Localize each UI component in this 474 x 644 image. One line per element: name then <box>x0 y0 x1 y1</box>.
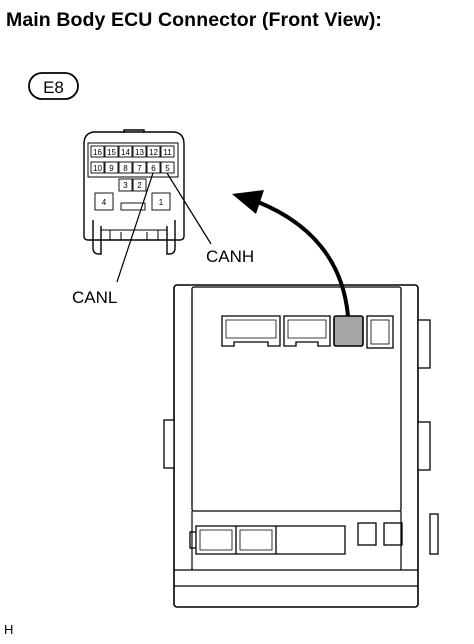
canl-label: CANL <box>72 288 117 307</box>
pin-label: 6 <box>151 164 156 173</box>
pin-label: 12 <box>149 148 158 157</box>
pin-label: 13 <box>135 148 144 157</box>
canh-leader-line <box>166 172 212 245</box>
pin-label: 16 <box>93 148 102 157</box>
figure-code: H <box>4 622 14 637</box>
pin-label-left: 4 <box>102 198 107 207</box>
pin-label-right: 1 <box>159 198 164 207</box>
canh-label: CANH <box>206 247 254 266</box>
connector-id-text: E8 <box>43 78 64 97</box>
diagram-title: Main Body ECU Connector (Front View): <box>6 9 383 31</box>
main-body-ecu <box>163 284 439 608</box>
pin-row-1: 16 15 14 13 12 11 <box>93 148 172 157</box>
connector-front-view <box>83 129 185 255</box>
pin-label: 10 <box>93 164 102 173</box>
pin-label: 9 <box>109 164 114 173</box>
pin-label: 15 <box>107 148 116 157</box>
pin-label: 5 <box>165 164 170 173</box>
connector-pointer-arrow <box>232 190 350 317</box>
ecu-lower-bays <box>189 522 403 555</box>
pin-label: 14 <box>121 148 130 157</box>
pin-label: 8 <box>123 164 128 173</box>
pin-label: 11 <box>163 148 172 157</box>
pin-label: 7 <box>137 164 142 173</box>
pin-row-2: 10 9 8 7 6 5 <box>93 164 170 173</box>
pin-label: 3 <box>123 181 128 190</box>
connector-id-callout: E8 <box>28 72 79 100</box>
highlighted-connector-e8 <box>333 315 364 347</box>
leader-lines <box>116 172 212 283</box>
canl-leader-line <box>116 172 154 283</box>
pin-row-3: 3 2 <box>123 181 142 190</box>
pin-label: 2 <box>137 181 142 190</box>
ecu-connector-bays <box>221 315 394 349</box>
